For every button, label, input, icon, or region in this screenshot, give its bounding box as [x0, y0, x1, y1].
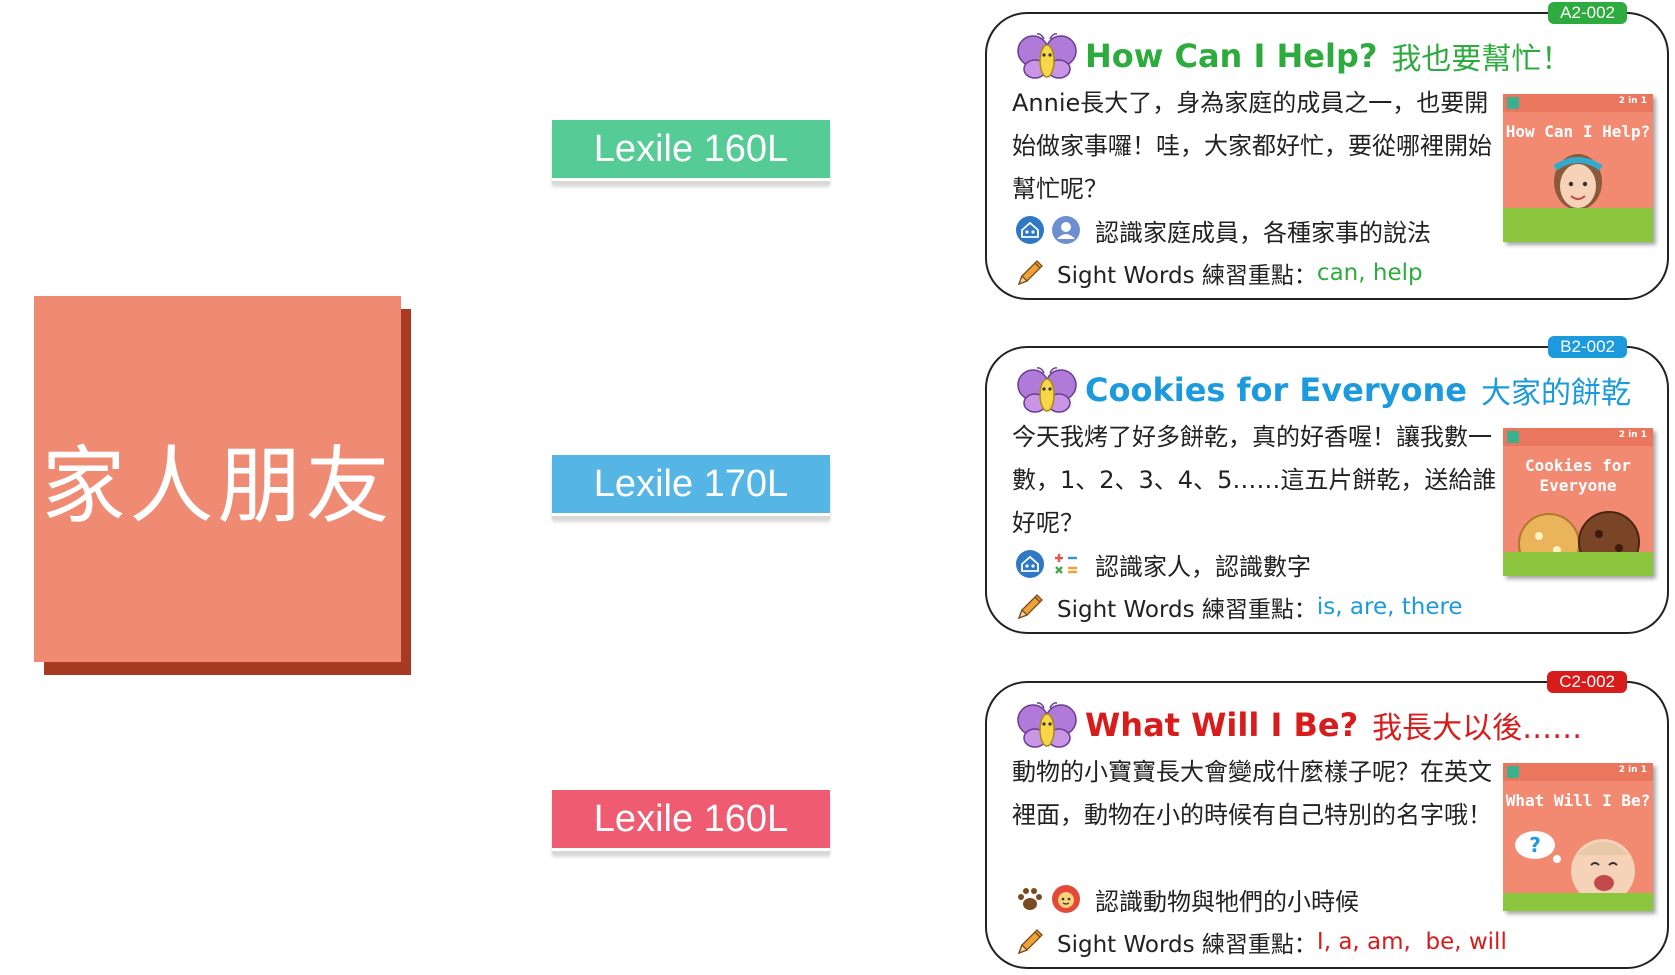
cover-logo-icon [1507, 97, 1519, 109]
book-title-row: What Will I Be? 我長大以後…… [1017, 697, 1582, 753]
sight-words-label: Sight Words 練習重點： [1057, 597, 1317, 623]
book-description: 今天我烤了好多餅乾，真的好香喔！讓我數一數，1、2、3、4、5……這五片餅乾，送… [1012, 423, 1497, 537]
sight-words-list: is, are, there [1316, 594, 1463, 620]
butterfly-icon [1017, 367, 1077, 413]
cover-badge: 2 in 1 [1618, 96, 1647, 106]
theme-title: 家人朋友 [41, 436, 394, 535]
cover-title: How Can I Help? [1505, 122, 1651, 141]
book-cover: 2 in 1 What Will I Be? ? [1503, 763, 1653, 911]
sight-words-list: I, a, am, be, will [1316, 929, 1507, 955]
book-code-badge: C2-002 [1547, 671, 1627, 693]
book-title-row: How Can I Help? 我也要幫忙！ [1017, 28, 1571, 84]
book-topic: 認識家庭成員，各種家事的說法 [1095, 218, 1431, 247]
book-topic-row: 認識家人，認識數字 [1015, 546, 1311, 582]
butterfly-icon [1017, 702, 1077, 748]
book-title-en: What Will I Be? [1085, 706, 1359, 744]
book-cover: 2 in 1 How Can I Help? [1503, 94, 1653, 242]
cover-header-band [1503, 763, 1653, 781]
book-title-row: Cookies for Everyone 大家的餅乾 [1017, 362, 1631, 418]
book-title-en: How Can I Help? [1085, 37, 1378, 75]
cover-footer-band [1503, 552, 1653, 576]
book-title-en: Cookies for Everyone [1085, 371, 1467, 409]
lexile-badge-b: Lexile 170L [552, 455, 830, 516]
person-icon [1052, 216, 1080, 244]
pencil-icon [1017, 260, 1043, 286]
girl-illustration-icon [1553, 154, 1603, 210]
sight-words-label: Sight Words 練習重點： [1057, 932, 1317, 958]
baby-bottle-icon [1052, 885, 1080, 913]
sight-words-row: Sight Words 練習重點： can, help [1015, 255, 1423, 291]
book-topic: 認識動物與牠們的小時候 [1095, 887, 1359, 916]
cover-logo-icon [1507, 766, 1519, 778]
sight-words-row: Sight Words 練習重點： is, are, there [1015, 589, 1463, 625]
math-symbols-icon [1055, 554, 1077, 574]
svg-text:?: ? [1529, 833, 1541, 857]
family-home-icon [1016, 550, 1044, 578]
theme-box: 家人朋友 [34, 296, 401, 662]
pencil-icon [1017, 929, 1043, 955]
sight-words-list: can, help [1316, 260, 1423, 286]
book-description: Annie長大了，身為家庭的成員之一，也要開始做家事囉！哇，大家都好忙，要從哪裡… [1012, 89, 1492, 203]
family-home-icon [1016, 216, 1044, 244]
cover-header-band [1503, 428, 1653, 446]
cover-footer-band [1503, 208, 1653, 242]
lexile-badge-a: Lexile 160L [552, 120, 830, 181]
book-card-b: B2-002 Cookies for Everyone 大家的餅乾 今天我烤了好… [985, 336, 1669, 634]
sight-words-row: Sight Words 練習重點： I, a, am, be, will [1015, 924, 1507, 960]
book-code-badge: A2-002 [1548, 2, 1627, 24]
book-description: 動物的小寶寶長大會變成什麼樣子呢？在英文裡面，動物在小的時候有自己特別的名字哦！ [1012, 758, 1492, 829]
cover-header-band [1503, 94, 1653, 112]
lexile-badge-c: Lexile 160L [552, 790, 830, 851]
book-topic-row: 認識家庭成員，各種家事的說法 [1015, 212, 1431, 248]
book-cover: 2 in 1 Cookies for Everyone [1503, 428, 1653, 576]
book-topic: 認識家人，認識數字 [1095, 552, 1311, 581]
cover-logo-icon [1507, 431, 1519, 443]
book-title-zh: 我也要幫忙！ [1391, 42, 1572, 77]
cover-badge: 2 in 1 [1618, 765, 1647, 775]
sight-words-label: Sight Words 練習重點： [1057, 263, 1317, 289]
book-topic-row: 認識動物與牠們的小時候 [1015, 881, 1359, 917]
book-card-a: A2-002 How Can I Help? 我也要幫忙！ Annie長大了，身… [985, 2, 1669, 300]
book-code-badge: B2-002 [1548, 336, 1627, 358]
book-title-zh: 我長大以後…… [1372, 711, 1583, 746]
book-card-c: C2-002 What Will I Be? 我長大以後…… 動物的小寶寶長大會… [985, 671, 1669, 969]
book-title-zh: 大家的餅乾 [1480, 376, 1631, 411]
pencil-icon [1017, 594, 1043, 620]
cover-title: What Will I Be? [1505, 791, 1651, 810]
cover-title: Cookies for Everyone [1525, 456, 1631, 495]
cover-badge: 2 in 1 [1618, 430, 1647, 440]
paw-print-icon [1018, 888, 1042, 910]
cover-footer-band [1503, 893, 1653, 911]
butterfly-icon [1017, 33, 1077, 79]
